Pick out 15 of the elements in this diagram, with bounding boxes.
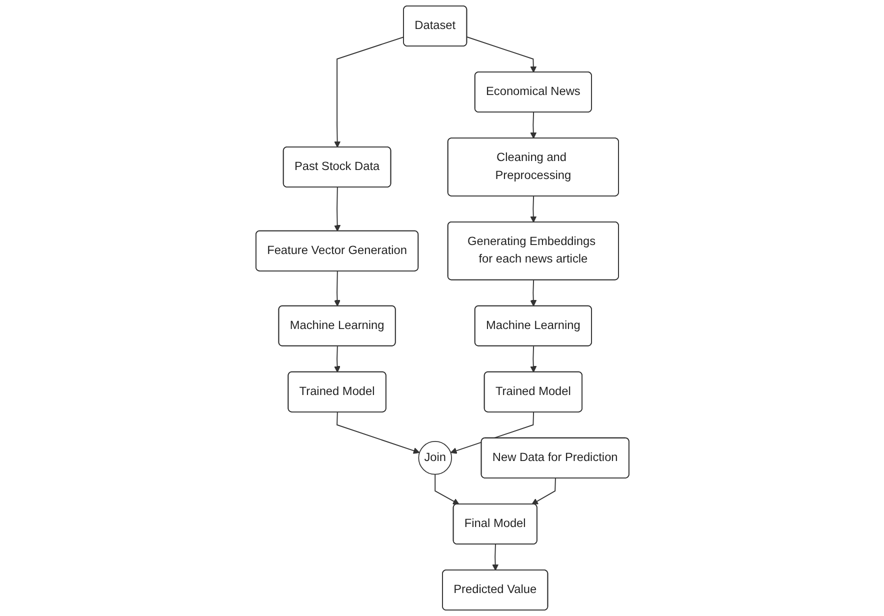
node-circle: Join [418,441,452,475]
arrow [434,474,459,505]
arrow [530,346,536,372]
arrow [334,270,340,306]
arrow [334,346,340,372]
arrow [334,186,340,232]
arrow [466,36,536,73]
arrow [530,112,536,139]
arrow [336,412,420,454]
arrow [530,196,536,223]
arrow [531,478,556,505]
arrow [530,280,536,306]
arrow [450,412,534,454]
arrow [492,544,498,571]
arrow [334,36,404,148]
